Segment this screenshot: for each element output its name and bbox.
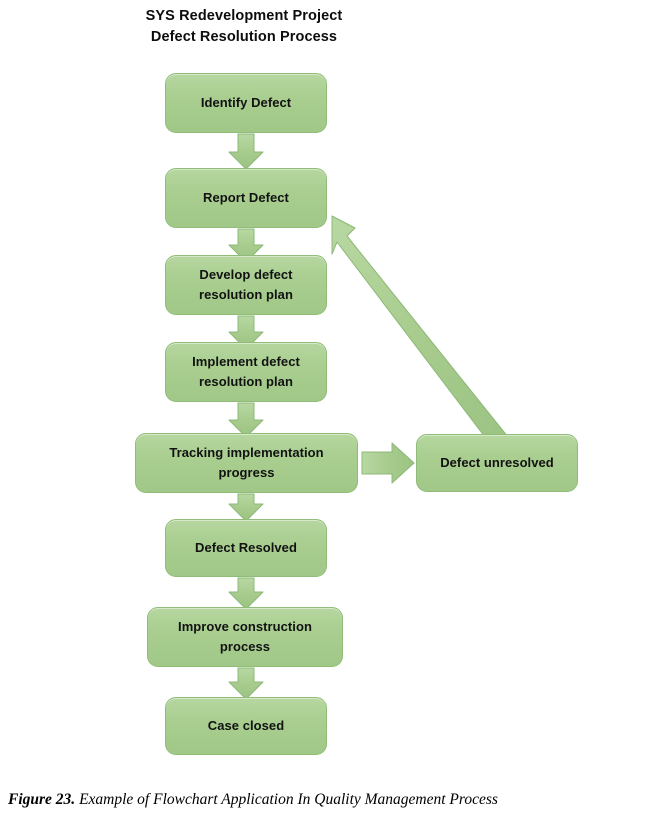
- node-develop-resolution-plan-label: Develop defect resolution plan: [199, 267, 293, 302]
- node-improve-construction-process-label: Improve construction process: [178, 619, 312, 654]
- figure-caption-number: Figure 23.: [8, 791, 76, 808]
- node-improve-construction-process[interactable]: Improve construction process: [147, 607, 343, 667]
- node-report-defect-label: Report Defect: [203, 190, 289, 205]
- node-case-closed-label: Case closed: [207, 718, 285, 733]
- arrow-tracking-to-unresolved: [361, 442, 415, 484]
- node-implement-resolution-plan-label: Implement defect resolution plan: [192, 354, 300, 389]
- node-case-closed[interactable]: Case closed: [165, 697, 327, 755]
- node-defect-resolved[interactable]: Defect Resolved: [165, 519, 327, 577]
- node-defect-resolved-label: Defect Resolved: [195, 540, 297, 555]
- node-tracking-implementation-progress[interactable]: Tracking implementation progress: [135, 433, 358, 493]
- diagram-title: SYS Redevelopment Project Defect Resolut…: [0, 6, 488, 48]
- arrow-identify-to-report: [228, 133, 264, 170]
- arrow-implement-to-tracking: [228, 402, 264, 438]
- diagram-title-line-2: Defect Resolution Process: [150, 29, 338, 45]
- arrow-improve-to-closed: [228, 667, 264, 700]
- arrow-tracking-to-resolved: [228, 493, 264, 522]
- figure-caption-text: Example of Flowchart Application In Qual…: [75, 791, 498, 808]
- node-defect-unresolved-label: Defect unresolved: [440, 455, 554, 470]
- node-develop-resolution-plan[interactable]: Develop defect resolution plan: [165, 255, 327, 315]
- node-implement-resolution-plan[interactable]: Implement defect resolution plan: [165, 342, 327, 402]
- node-report-defect[interactable]: Report Defect: [165, 168, 327, 228]
- node-identify-defect-label: Identify Defect: [200, 95, 292, 110]
- arrow-unresolved-to-report-feedback: [331, 215, 509, 450]
- diagram-title-line-1: SYS Redevelopment Project: [145, 8, 343, 24]
- node-tracking-implementation-progress-label: Tracking implementation progress: [169, 445, 324, 480]
- node-defect-unresolved[interactable]: Defect unresolved: [416, 434, 578, 492]
- node-identify-defect[interactable]: Identify Defect: [165, 73, 327, 133]
- figure-caption: Figure 23. Example of Flowchart Applicat…: [8, 790, 663, 809]
- arrow-resolved-to-improve: [228, 577, 264, 610]
